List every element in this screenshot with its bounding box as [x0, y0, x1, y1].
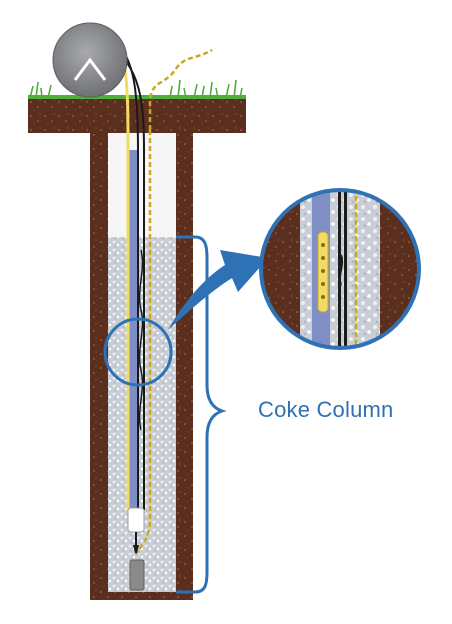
curved-arrow-icon	[168, 250, 268, 330]
borehole	[108, 133, 176, 592]
junction-box-icon	[52, 22, 128, 98]
sense-cable	[134, 130, 152, 556]
coke-column-label: Coke Column	[258, 397, 394, 422]
zoom-detail	[259, 188, 421, 350]
vent-pipe	[128, 150, 138, 510]
coke-column-bracket	[176, 235, 227, 594]
anode-icon	[127, 507, 145, 591]
detail-marker	[103, 317, 173, 387]
